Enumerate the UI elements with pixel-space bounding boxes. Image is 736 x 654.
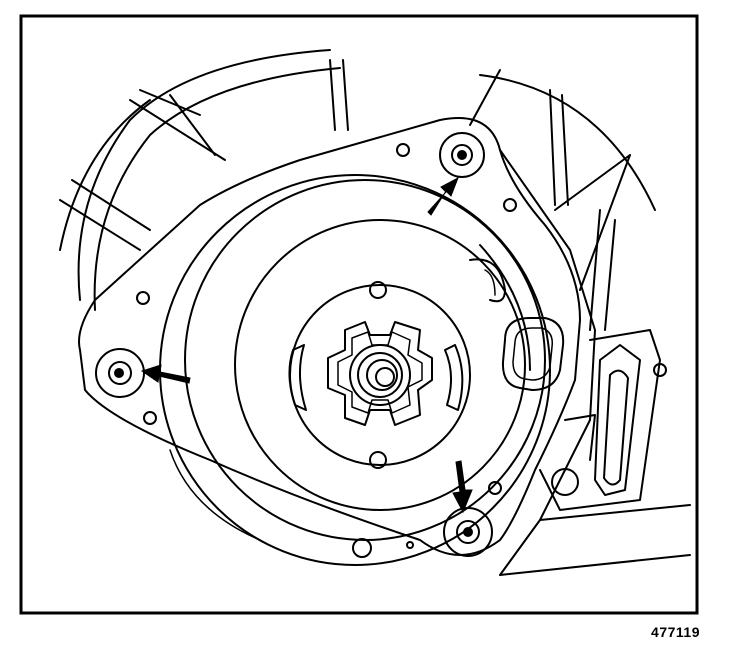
side-bracket-3 (594, 344, 641, 496)
housing-rib-4 (129, 99, 226, 161)
motor-end-plate (234, 219, 526, 511)
connector-oval (501, 317, 565, 391)
housing-rib-6 (329, 59, 336, 131)
motor-housing-outer-shadow (169, 449, 261, 541)
housing-ribs-right (549, 89, 631, 291)
flange-hole-1 (396, 143, 410, 157)
figure-id-label: 477119 (651, 624, 700, 640)
housing-inner-arc (93, 67, 341, 311)
flange-hole-2 (503, 198, 517, 212)
flange-hole-4 (143, 411, 157, 425)
side-small-hole (653, 363, 667, 377)
hub-hole-top (369, 281, 387, 299)
housing-outer-arc (77, 49, 331, 301)
diagram-border (19, 14, 699, 615)
housing-rib-7 (342, 59, 349, 131)
flange-hole-5 (488, 481, 502, 495)
cooling-slot-left (288, 344, 307, 411)
housing-right-wall (589, 209, 616, 331)
flange-hole-6 (352, 538, 372, 558)
shaft-bearing-mid (357, 352, 403, 398)
housing-rib-3 (139, 89, 201, 116)
cooling-slot-right (444, 344, 464, 411)
housing-rib-5 (169, 94, 216, 156)
flange-hole-7 (406, 541, 414, 549)
housing-arc-3 (59, 99, 151, 251)
shaft-spider (327, 321, 433, 426)
housing-rib-1 (59, 199, 141, 251)
side-notch (564, 414, 596, 461)
connector-oval-inner (512, 327, 554, 381)
side-bracket-2 (539, 329, 661, 511)
upper-right-mounting-screw (439, 132, 485, 178)
side-bracket (499, 149, 596, 576)
housing-upper-right (479, 74, 656, 211)
shaft-spider-inner (337, 331, 423, 414)
end-plate-lip (479, 244, 531, 371)
shaft-bearing-outer (349, 344, 411, 406)
arrow-icon (427, 176, 459, 216)
arrow-icon (140, 364, 191, 384)
shaft-bearing-inner (366, 359, 398, 391)
housing-rib-2 (71, 179, 151, 231)
lower-right-mounting-screw (443, 507, 493, 557)
housing-upper-right-2 (469, 69, 501, 126)
mounting-flange (78, 117, 581, 556)
motor-shaft (375, 367, 395, 387)
arrow-icon (452, 460, 473, 514)
flange-hole-3 (136, 291, 150, 305)
hub-hole-bottom (369, 451, 387, 469)
left-mounting-screw (95, 348, 145, 398)
callout-arrows (140, 176, 473, 514)
side-lower (499, 504, 691, 576)
end-plate-tab (469, 258, 506, 303)
end-plate-slot (484, 269, 496, 296)
side-slot (603, 369, 629, 486)
side-hole (551, 468, 579, 496)
